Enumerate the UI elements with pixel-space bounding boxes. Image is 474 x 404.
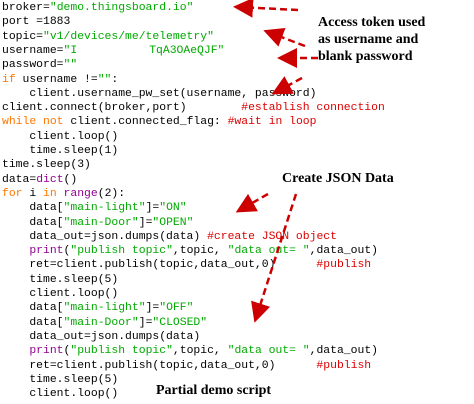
code-line-while: while not client.connected_flag: #wait i… bbox=[2, 116, 317, 129]
code-line-sleep-5b: time.sleep(5) bbox=[2, 373, 119, 386]
code-line-dict: data=dict() bbox=[2, 173, 78, 186]
code-line-if: if username !="": bbox=[2, 73, 119, 86]
code-line-dumps-1: data_out=json.dumps(data) #create JSON o… bbox=[2, 230, 337, 243]
code-line-loop-3: client.loop() bbox=[2, 388, 119, 401]
code-line-sleep-1: time.sleep(1) bbox=[2, 145, 119, 157]
code-line-print-2: print("publish topic",topic, "data out= … bbox=[29, 345, 378, 358]
code-line-connect: client.connect(broker,port) #establish c… bbox=[2, 102, 385, 115]
code-line-light-on: data["main-light"]="ON" bbox=[2, 202, 187, 215]
code-line-sleep-3: time.sleep(3) bbox=[2, 159, 91, 172]
code-line-print-1: print("publish topic",topic, "data out= … bbox=[29, 245, 378, 258]
code-line-dumps-2: data_out=json.dumps(data) bbox=[2, 330, 201, 343]
code-line-publish-2: ret=client.publish(topic,data_out,0) #pu… bbox=[2, 359, 372, 372]
code-line-door-closed: data["main-Door"]="CLOSED" bbox=[2, 316, 208, 329]
code-line-loop-1: client.loop() bbox=[2, 130, 119, 143]
code-line-for: for i in range(2): bbox=[2, 187, 126, 200]
code-line-password: password="" bbox=[2, 59, 78, 72]
code-line-sleep-5a: time.sleep(5) bbox=[2, 273, 119, 286]
arrow-if bbox=[271, 76, 303, 95]
arrow-create-json-1 bbox=[235, 192, 269, 213]
code-line-light-off: data["main-light"]="OFF" bbox=[2, 302, 194, 315]
code-line-port: port =1883 bbox=[2, 16, 71, 29]
arrow-topic bbox=[263, 27, 306, 48]
annotation-partial-demo: Partial demo script bbox=[156, 383, 272, 398]
annotation-create-json: Create JSON Data bbox=[282, 171, 394, 186]
annotation-access-token: Access token used as username and blank … bbox=[318, 15, 426, 64]
code-line-door-open: data["main-Door"]="OPEN" bbox=[2, 216, 194, 229]
code-line-publish-1: ret=client.publish(topic,data_out,0) #pu… bbox=[2, 259, 372, 272]
code-line-broker: broker="demo.thingsboard.io" bbox=[2, 2, 194, 14]
arrow-broker bbox=[233, 0, 299, 18]
code-line-topic: topic="v1/devices/me/telemetry" bbox=[2, 30, 214, 43]
code-line-loop-2: client.loop() bbox=[2, 288, 119, 300]
arrow-create-json-2 bbox=[251, 193, 298, 323]
